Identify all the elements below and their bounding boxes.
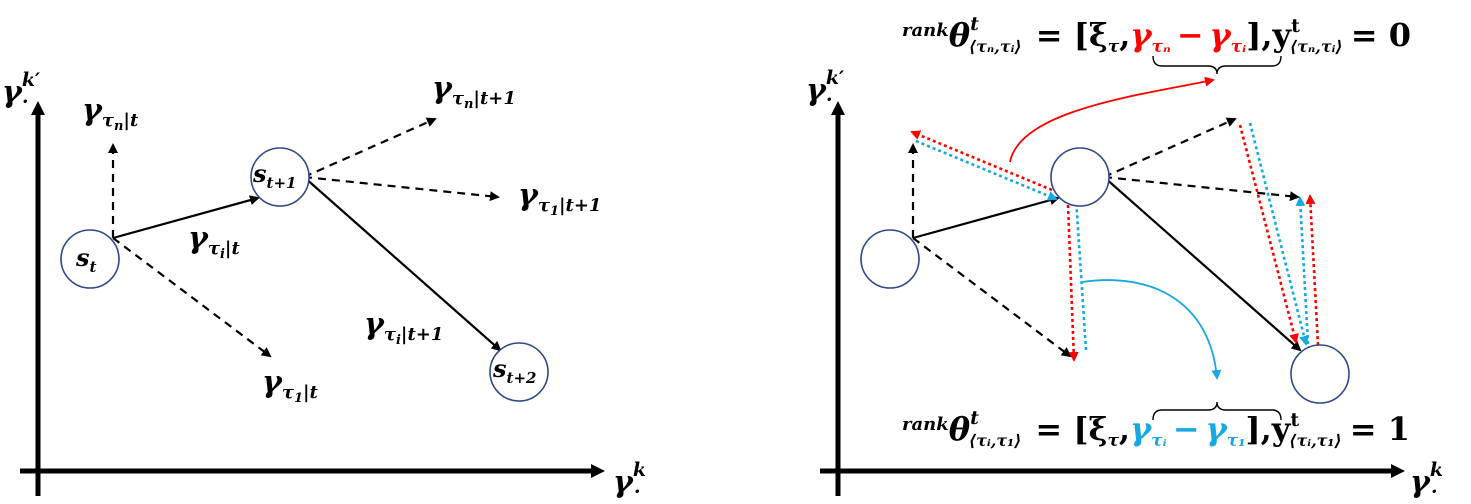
node-st1 xyxy=(250,147,310,207)
arrow-st-to-st1 xyxy=(112,195,260,240)
r-arrow-st1-to-st2 xyxy=(1103,176,1302,352)
node-st-label: st xyxy=(75,243,97,276)
label-gamma-tn-t: γτn|t xyxy=(82,93,139,134)
node-st2 xyxy=(489,342,549,402)
r-dash-st-down xyxy=(912,237,1072,358)
r-arrow-st-to-st1 xyxy=(912,195,1060,240)
red-dot-d xyxy=(1305,194,1320,346)
label-gamma-t1-t1: γτ1|t+1 xyxy=(518,178,601,219)
r-node-st1 xyxy=(1050,147,1110,207)
red-dot-a xyxy=(910,130,1053,192)
blue-dot-a xyxy=(915,139,1058,201)
top-brace xyxy=(1152,55,1282,75)
blue-curve xyxy=(1081,279,1222,380)
left-y-axis-label: γk′· xyxy=(2,69,40,113)
right-x-axis-label: γk· xyxy=(1410,459,1443,503)
node-st1-label: st+1 xyxy=(252,159,296,192)
label-gamma-tn-t1: γτn|t+1 xyxy=(432,71,516,112)
right-panel: γk′· γk· rankθt xyxy=(806,13,1443,503)
node-st2-label: st+2 xyxy=(492,354,536,387)
left-panel: γk′· γk· st st+1 st+2 γτn|t xyxy=(2,69,646,503)
r-node-st2 xyxy=(1290,344,1350,404)
label-gamma-ti-t1: γτi|t+1 xyxy=(364,307,443,348)
left-x-axis-label: γk· xyxy=(613,459,646,503)
bottom-brace xyxy=(1152,401,1282,421)
arrow-st1-to-st2 xyxy=(303,176,502,352)
r-node-st xyxy=(860,229,920,289)
r-dash-st1-up xyxy=(1103,117,1237,179)
dash-st-down xyxy=(112,237,272,358)
label-gamma-ti-t: γτi|t xyxy=(188,221,240,262)
label-gamma-t1-t: γτ1|t xyxy=(262,365,319,406)
red-dot-c xyxy=(1238,124,1299,344)
r-dash-st1-right xyxy=(1103,175,1300,202)
blue-dot-c xyxy=(1248,122,1309,346)
right-y-axis-label: γk′· xyxy=(806,67,844,111)
formula-bottom: rankθt⟨τᵢ,τ₁⟩= [ξτ,γτᵢ−γτ₁],yt⟨τᵢ,τ₁⟩= 1 xyxy=(902,407,1410,451)
dash-st1-up xyxy=(303,117,437,179)
node-st xyxy=(60,229,120,289)
blue-dot-d xyxy=(1295,196,1310,345)
red-dot-b xyxy=(1066,204,1079,362)
red-curve xyxy=(1009,76,1215,163)
formula-top: rankθt⟨τₙ,τᵢ⟩= [ξτ,γτₙ−γτᵢ],yt⟨τₙ,τᵢ⟩= 0 xyxy=(902,13,1411,57)
dash-st1-right xyxy=(303,175,500,202)
blue-dot-b xyxy=(1071,196,1088,351)
